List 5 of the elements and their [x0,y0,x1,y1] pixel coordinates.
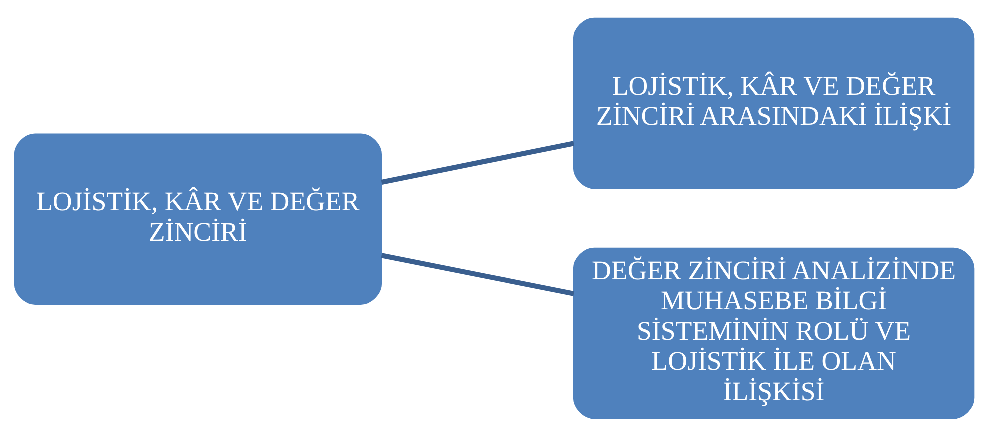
node-box: LOJİSTİK, KÂR VE DEĞER ZİNCİRİ [14,134,382,305]
node-box: LOJİSTİK, KÂR VE DEĞER ZİNCİRİ ARASINDAKİ İLİŞKİ [573,18,975,190]
node-box: DEĞER ZİNCİRİ ANALİZİNDE MUHASEBE BİLGİ SİSTEMİNİN ROLÜ VE LOJİSTİK İLE OLAN İLİŞKİSİ [573,248,975,420]
connector [381,141,575,185]
connector [381,253,575,296]
